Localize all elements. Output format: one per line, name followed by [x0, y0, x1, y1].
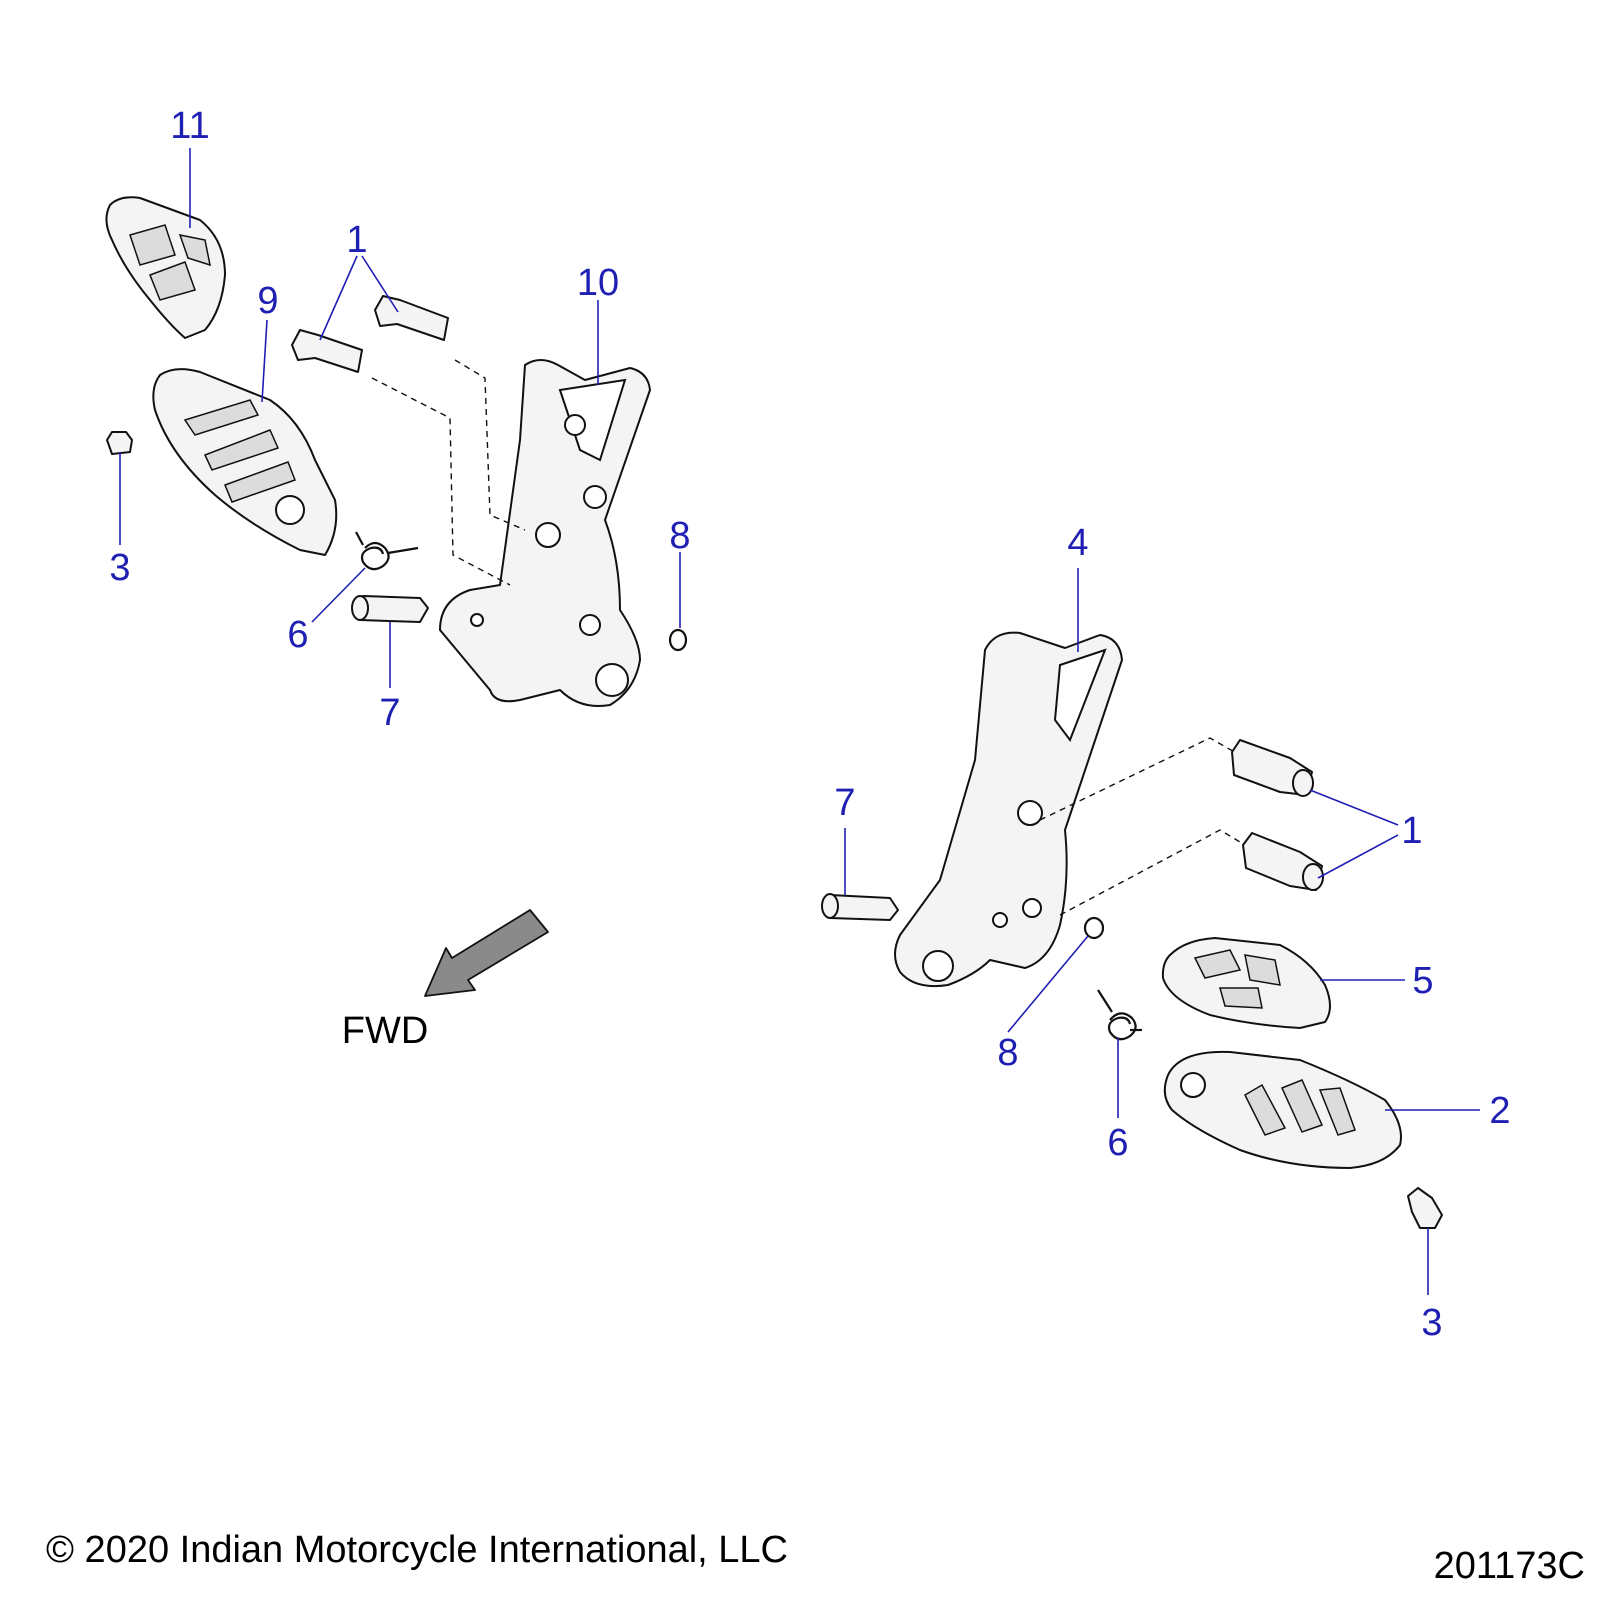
right-o-ring: [1083, 916, 1105, 940]
right-leaders: [844, 568, 1480, 1295]
left-pin: [351, 595, 429, 623]
right-alignment-lines: [1039, 737, 1251, 916]
right-footpeg-rubber: [1161, 937, 1331, 1029]
callout-6-right: 6: [1107, 1122, 1128, 1164]
left-footpeg-rubber: [105, 196, 226, 339]
right-bumper: [1407, 1187, 1443, 1229]
left-bracket: [439, 359, 651, 707]
right-footpeg: [1163, 1050, 1402, 1169]
left-bolts: [291, 295, 449, 373]
callout-3-right: 3: [1421, 1302, 1442, 1344]
callout-1-left: 1: [346, 219, 367, 261]
callout-3-left: 3: [109, 547, 130, 589]
callout-9: 9: [257, 280, 278, 322]
callout-5: 5: [1412, 960, 1433, 1002]
forward-label: FWD: [342, 1010, 429, 1052]
callout-11: 11: [170, 105, 209, 147]
forward-arrow-icon: [424, 909, 549, 997]
right-bracket: [894, 631, 1123, 988]
right-bolts: [1231, 739, 1324, 891]
callout-7-left: 7: [379, 692, 400, 734]
left-footpeg: [152, 368, 338, 556]
callout-1-right: 1: [1401, 810, 1422, 852]
callout-6-left: 6: [287, 614, 308, 656]
right-spring: [1097, 989, 1142, 1041]
callout-8-left: 8: [669, 515, 690, 557]
callout-4: 4: [1067, 522, 1088, 564]
drawing-number: 201173C: [1434, 1545, 1585, 1587]
left-bumper: [106, 431, 133, 455]
callout-10: 10: [577, 262, 619, 304]
callout-8-right: 8: [997, 1032, 1018, 1074]
left-spring: [355, 531, 419, 571]
callout-7-right: 7: [834, 782, 855, 824]
left-o-ring: [668, 628, 688, 652]
left-leaders: [119, 148, 681, 688]
callout-2: 2: [1489, 1090, 1510, 1132]
right-pin: [821, 893, 899, 921]
copyright-notice: © 2020 Indian Motorcycle International, …: [46, 1529, 788, 1571]
left-alignment-lines: [371, 359, 526, 586]
